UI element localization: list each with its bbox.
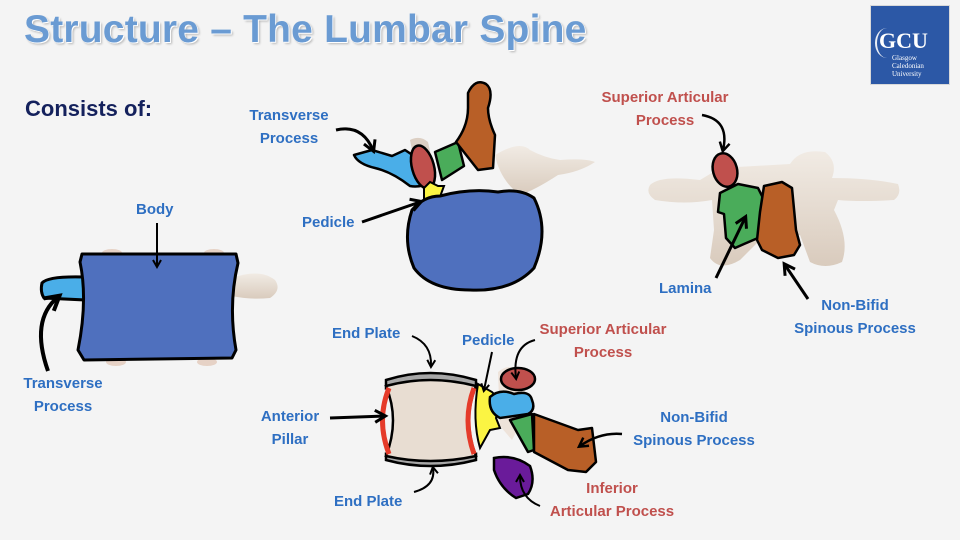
gcu-logo: GCU Glasgow Caledonian University xyxy=(870,5,950,85)
anterior-pillar-arrow xyxy=(329,409,389,424)
lateral-view xyxy=(38,223,278,372)
logo-text: Glasgow Caledonian University xyxy=(892,54,949,78)
logo-line-1: Glasgow Caledonian xyxy=(892,54,924,70)
lamina-arrow xyxy=(714,213,748,279)
end-plate-bottom-arrow xyxy=(413,465,439,493)
side-spinous-process xyxy=(532,412,598,474)
superior-vertebral-body xyxy=(406,189,544,292)
label-body: Body xyxy=(136,201,174,218)
label-side-pedicle: Pedicle xyxy=(462,332,515,349)
label-line: Spinous Process xyxy=(633,432,755,449)
label-line: Non-Bifid xyxy=(660,409,728,426)
posterior-sap-arrow xyxy=(701,113,731,154)
side-inferior-articular-process xyxy=(492,455,534,500)
side-sap-arrow xyxy=(510,339,536,381)
posterior-spinous-process xyxy=(755,180,802,260)
anterior-pillar-rim xyxy=(380,387,392,455)
side-spinous-arrow xyxy=(576,432,623,449)
side-transverse-process xyxy=(488,390,535,420)
side-vertebral-body xyxy=(384,378,478,463)
logo-line-2: University xyxy=(892,70,922,78)
lateral-bone-background xyxy=(232,273,278,299)
superior-transverse-arrow xyxy=(335,127,377,155)
posterior-view xyxy=(648,113,900,300)
side-superior-articular-process xyxy=(499,366,537,392)
label-end-plate-top: End Plate xyxy=(332,325,401,342)
label-superior-transverse-process: Transverse Process xyxy=(243,104,335,150)
lateral-bone-knob xyxy=(197,358,217,366)
label-line: Process xyxy=(635,112,695,129)
lateral-vertebral-body xyxy=(76,252,240,362)
label-posterior-spinous-process: Non-Bifid Spinous Process xyxy=(787,294,923,340)
lateral-transverse-process xyxy=(39,275,88,302)
superior-pedicle-arrow xyxy=(361,197,425,224)
label-line: Process xyxy=(33,398,93,415)
label-line: Transverse xyxy=(23,375,103,392)
label-posterior-superior-articular-process: Superior Articular Process xyxy=(590,86,740,132)
label-line: Process xyxy=(573,344,633,361)
label-line: Transverse xyxy=(249,107,329,124)
label-line: Process xyxy=(259,130,319,147)
label-line: Superior Articular xyxy=(601,89,729,106)
label-lateral-transverse-process: Transverse Process xyxy=(18,372,108,418)
label-end-plate-bottom: End Plate xyxy=(334,493,403,510)
superior-view xyxy=(335,81,595,292)
label-lamina: Lamina xyxy=(659,280,712,297)
label-line: Articular Process xyxy=(549,503,675,520)
logo-mark: GCU xyxy=(879,28,928,53)
logo-arc-icon xyxy=(875,28,899,58)
label-side-superior-articular-process: Superior Articular Process xyxy=(528,318,678,364)
label-line: Inferior xyxy=(586,480,638,497)
side-pedicle-arrow xyxy=(480,351,493,393)
superior-bone-wing xyxy=(495,146,595,195)
subtitle-consists-of: Consists of: xyxy=(25,96,153,121)
label-line: Pillar xyxy=(271,431,309,448)
superior-lamina xyxy=(433,140,466,182)
label-line: Anterior xyxy=(260,408,320,425)
slide-title: Structure – The Lumbar Spine xyxy=(24,8,587,51)
label-superior-pedicle: Pedicle xyxy=(302,214,355,231)
end-plate-top-arrow xyxy=(411,335,437,370)
label-line: Non-Bifid xyxy=(821,297,889,314)
posterior-spinous-arrow xyxy=(782,261,810,300)
posterior-rim xyxy=(465,387,477,455)
label-inferior-articular-process: Inferior Articular Process xyxy=(541,477,683,523)
side-view xyxy=(329,335,623,507)
label-anterior-pillar: Anterior Pillar xyxy=(255,405,325,451)
label-line: Spinous Process xyxy=(794,320,916,337)
lateral-transverse-arrow xyxy=(38,293,63,372)
label-line: Superior Articular xyxy=(539,321,667,338)
label-side-spinous-process: Non-Bifid Spinous Process xyxy=(626,406,762,452)
side-inferior-articular-arrow xyxy=(515,472,541,507)
superior-spinous-process xyxy=(454,81,497,172)
